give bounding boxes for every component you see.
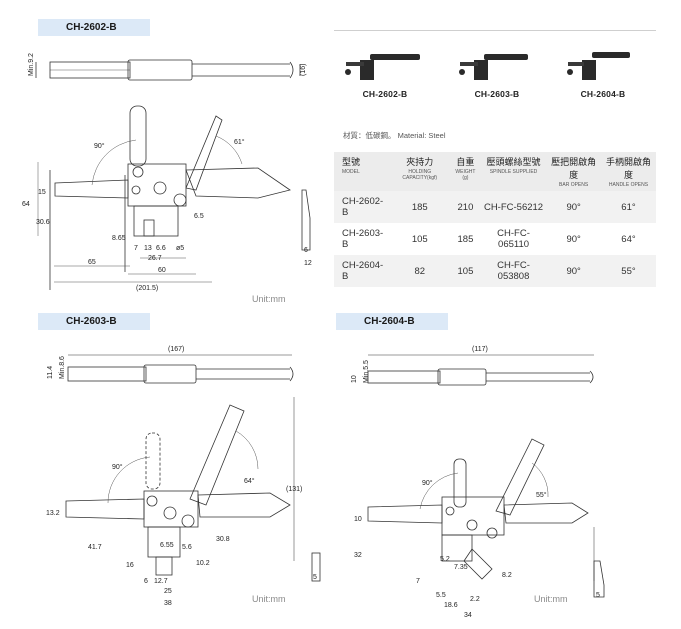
dim-s6-6: 6.6 [156,245,166,252]
dim-2604-top-left2: Min.5.5 [363,360,370,383]
product-2602: CH-2602-B [340,44,430,99]
dim-2604-a2: 55° [536,491,547,499]
section-title-2604: CH-2604-B [364,316,415,327]
dim-2603-h13-2: 13.2 [46,510,60,517]
section-label-2603: CH-2603-B [38,313,150,330]
dim-2604-s2-2: 2.2 [470,596,480,603]
dim-side12: 12 [304,260,312,267]
dim-w201-5: (201.5) [136,285,158,292]
dim-s26-7: 26.7 [148,255,162,262]
dim-2604-s18-6: 18.6 [444,602,458,609]
dim-w60: 60 [158,267,166,274]
section-label-2602: CH-2602-B [38,19,150,36]
product-2604: CH-2604-B [558,44,648,99]
dim-top-right: (16) [300,64,307,76]
dim-side6: 6 [304,247,308,254]
table-row: CH-2604-B 82 105 CH-FC-053808 90° 55° [334,255,656,287]
dim-2604-s8-2: 8.2 [502,572,512,579]
dim-2603-top: (167) [168,346,184,353]
unit-2603: Unit:mm [252,594,286,604]
dim-angle-a1: 90° [94,142,105,150]
dim-2604-h32: 32 [354,552,362,559]
dim-h30-6: 30.6 [36,219,50,226]
product-image-2604 [567,52,630,80]
dim-2603-s10-2: 10.2 [196,560,210,567]
dim-top-left: Min.9.2 [28,53,35,76]
dim-2603-s6: 6 [144,578,148,585]
dim-2603-s6-55: 6.55 [160,542,174,549]
unit-2602: Unit:mm [252,294,286,304]
product-caption-2602: CH-2602-B [362,89,408,99]
drawing-2602: Min.9.2 (16) 90° 61° 64 15 30.6 65 60 (2… [22,53,312,292]
section-label-2604: CH-2604-B [336,313,448,330]
drawing-2603: (167) 11.4 Min.8.6 90° 64° (131) 13.2 41… [46,346,321,607]
product-2603: CH-2603-B [452,44,542,99]
dim-2603-top-left2: Min.8.6 [59,356,66,379]
dim-2604-s7: 7 [416,578,420,585]
dim-2604-s34: 34 [464,612,472,619]
dim-2603-h30-8: 30.8 [216,536,230,543]
table-row: CH-2603-B 105 185 CH-FC-065110 90° 64° [342,228,636,250]
dim-h15: 15 [38,189,46,196]
dim-s6-5: 6.5 [194,213,204,220]
product-image-2603 [459,54,528,80]
dim-2604-s7-35: 7.35 [454,564,468,571]
unit-2604: Unit:mm [534,594,568,604]
dim-2603-h131: (131) [286,486,302,493]
dim-2603-side5: 5 [313,574,317,581]
dim-2603-s5-6: 5.6 [182,544,192,551]
dim-s7: 7 [134,245,138,252]
dim-2604-h10: 10 [354,516,362,523]
dim-2603-s16: 16 [126,562,134,569]
material-note: 材質：低碳鋼。 Material: Steel [343,131,446,140]
dim-2603-s38: 38 [164,600,172,607]
section-title-2602: CH-2602-B [66,22,117,33]
dim-s8-65: 8.65 [112,235,126,242]
dim-2603-s25: 25 [164,588,172,595]
dim-2604-top: (117) [472,346,488,353]
product-caption-2603: CH-2603-B [474,89,520,99]
divider-line [334,30,656,31]
dim-2604-s5-5: 5.5 [436,592,446,599]
dim-2603-a2: 64° [244,477,255,485]
dim-s25: ø5 [176,245,184,252]
dim-2603-top-left1: 11.4 [47,366,54,379]
dim-2604-side5: 5 [596,592,600,599]
drawing-2604: (117) 10 Min.5.5 90° 55° 10 32 5.2 7.35 … [351,346,605,619]
dim-2603-h41-7: 41.7 [88,544,102,551]
dim-2603-a1: 90° [112,463,123,471]
section-title-2603: CH-2603-B [66,316,117,327]
dim-2603-s12-7: 12.7 [154,578,168,585]
product-image-2602 [345,54,420,80]
dim-2604-top-left1: 10 [351,375,358,383]
dim-2604-s5-2: 5.2 [440,556,450,563]
table-row: CH-2602-B 185 210 CH-FC-56212 90° 61° [334,191,656,223]
dim-w65: 65 [88,259,96,266]
dim-s13: 13 [144,245,152,252]
product-caption-2604: CH-2604-B [580,89,626,99]
dim-2604-a1: 90° [422,479,433,487]
dim-angle-a2: 61° [234,138,245,146]
dim-h64: 64 [22,201,30,208]
